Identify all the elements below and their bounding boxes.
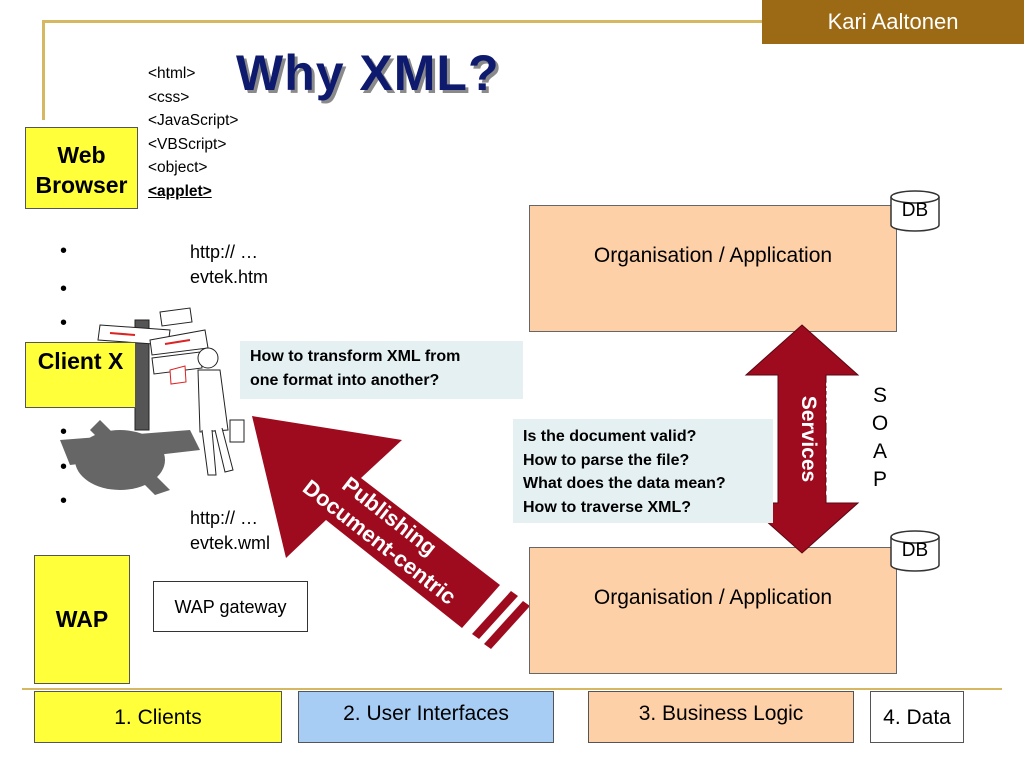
organisation-application-label: Organisation / Application xyxy=(593,586,833,609)
services-double-arrow-icon: Services data-centric xyxy=(744,324,860,554)
footer-divider xyxy=(22,688,1002,690)
header-frame-vertical xyxy=(42,20,45,120)
soap-label: S O A P xyxy=(868,382,892,494)
web-browser-box: Web Browser xyxy=(25,127,138,209)
wml-url-line2: evtek.wml xyxy=(190,533,271,553)
bullet: • xyxy=(60,456,68,478)
organisation-application-box-bottom: Organisation / Application xyxy=(529,547,897,674)
xml-questions-callout: Is the document valid? How to parse the … xyxy=(513,419,773,523)
database-icon: DB xyxy=(890,530,940,572)
html-url-line1: http:// … xyxy=(190,242,259,262)
soap-letter: A xyxy=(872,440,887,463)
markup-tag-list: <html> <css> <JavaScript> <VBScript> <ob… xyxy=(148,62,238,203)
tag-html: <html> xyxy=(148,65,196,82)
signpost-illustration-icon xyxy=(60,307,245,495)
question-parse: How to parse the file? xyxy=(523,451,690,469)
database-icon: DB xyxy=(890,190,940,232)
publishing-arrow-icon: Publishing Document-centric xyxy=(252,416,530,649)
html-url: http:// … evtek.htm xyxy=(190,240,268,290)
question-valid: Is the document valid? xyxy=(523,428,697,445)
tag-object: <object> xyxy=(148,159,208,176)
tier-clients: 1. Clients xyxy=(34,691,282,743)
html-url-line2: evtek.htm xyxy=(190,267,269,287)
data-centric-label: data-centric xyxy=(821,379,844,498)
bullet: • xyxy=(60,312,68,334)
header-frame-line xyxy=(42,20,764,23)
bullet: • xyxy=(60,421,68,443)
tag-css: <css> xyxy=(148,88,190,106)
database-label: DB xyxy=(901,200,929,221)
question-meaning: What does the data mean? xyxy=(523,475,726,492)
client-x-label: Client X xyxy=(37,348,124,374)
question-traverse: How to traverse XML? xyxy=(523,498,692,516)
services-label: Services xyxy=(797,396,820,482)
transform-callout-line1: How to transform XML from xyxy=(250,348,461,365)
transform-callout-line2: one format into another? xyxy=(250,372,440,389)
bullet: • xyxy=(60,278,68,300)
tag-javascript: <JavaScript> xyxy=(148,112,239,129)
wap-label: WAP xyxy=(55,606,109,632)
wap-box: WAP xyxy=(34,555,130,684)
bullet: • xyxy=(60,490,68,512)
page-title: Why XML? xyxy=(236,45,500,101)
author-label: Kari Aaltonen xyxy=(762,0,1024,44)
client-x-box: Client X xyxy=(25,342,136,408)
tier-business-logic: 3. Business Logic xyxy=(588,691,854,743)
bullet: • xyxy=(60,240,68,262)
tag-vbscript: <VBScript> xyxy=(148,135,227,153)
web-browser-label: Web Browser xyxy=(35,142,128,198)
soap-letter: S xyxy=(872,384,887,407)
transform-callout: How to transform XML from one format int… xyxy=(240,341,523,399)
wml-url-line1: http:// … xyxy=(190,508,259,528)
organisation-application-box-top: Organisation / Application xyxy=(529,205,897,332)
soap-letter: O xyxy=(871,412,889,435)
organisation-application-label: Organisation / Application xyxy=(593,244,833,267)
database-label: DB xyxy=(901,540,929,561)
soap-letter: P xyxy=(872,468,887,491)
tier-data: 4. Data xyxy=(870,691,964,743)
tier-user-interfaces: 2. User Interfaces xyxy=(298,691,554,743)
wml-url: http:// … evtek.wml xyxy=(190,506,270,556)
wap-gateway-box: WAP gateway xyxy=(153,581,308,632)
tag-applet: <applet> xyxy=(148,182,212,200)
